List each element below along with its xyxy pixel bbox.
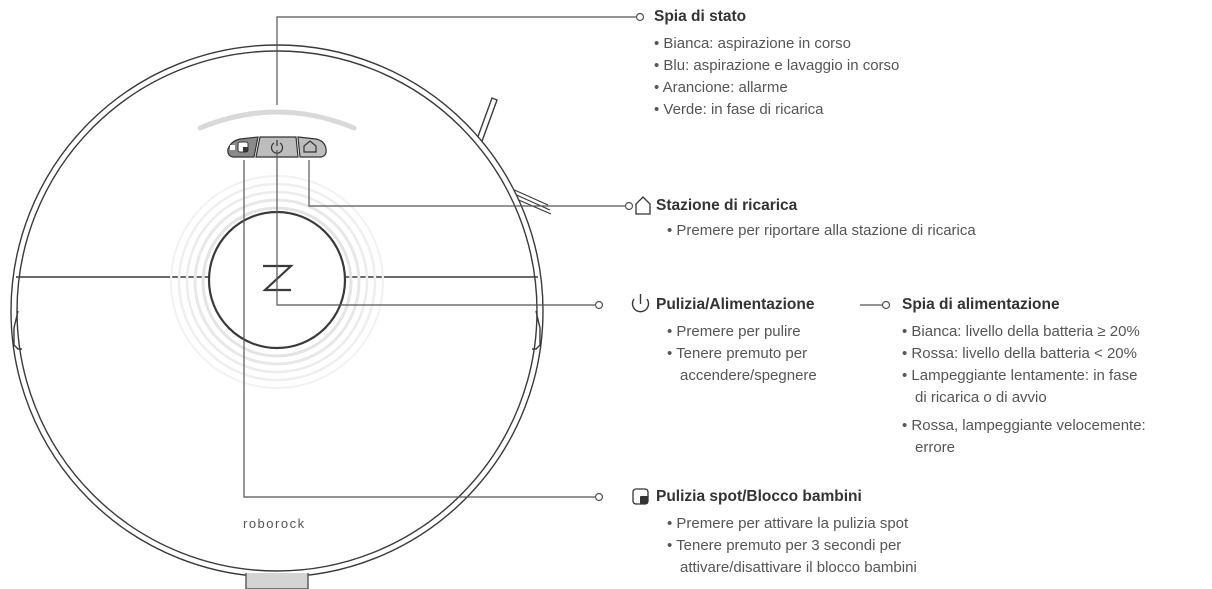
power-light-item: Rossa, lampeggiante velocemente: (902, 416, 1145, 436)
status-light-item: Bianca: aspirazione in corso (654, 34, 851, 54)
spot-lock-item: Premere per attivare la pulizia spot (667, 514, 908, 534)
power-light-item: errore (915, 439, 956, 456)
bottom-tab (245, 573, 309, 589)
clean-power-title: Pulizia/Alimentazione (656, 296, 815, 313)
clean-power-item: accendere/spegnere (680, 367, 817, 384)
dock-item: Premere per riportare alla stazione di r… (667, 221, 975, 241)
home-button-icon (303, 140, 317, 153)
power-icon (631, 294, 650, 313)
status-light-title: Spia di stato (654, 8, 747, 25)
leader-spot (243, 160, 595, 498)
spot-lock-item: attivare/disattivare il blocco bambini (680, 559, 917, 576)
status-light-item: Arancione: allarme (654, 78, 788, 98)
power-light-item: di ricarica o di avvio (915, 389, 1047, 406)
dock-title: Stazione di ricarica (656, 197, 798, 214)
spot-lock-title: Pulizia spot/Blocco bambini (656, 488, 862, 505)
bumper-left (13, 310, 22, 350)
power-light-item: Rossa: livello della batteria < 20% (902, 344, 1137, 364)
power-light-title: Spia di alimentazione (902, 296, 1060, 313)
home-icon (635, 196, 651, 215)
leader-dock (308, 160, 625, 207)
status-light-arc (197, 109, 357, 131)
brand-label: roborock (243, 516, 306, 531)
spot-clean-icon (632, 488, 649, 505)
status-light-item: Blu: aspirazione e lavaggio in corso (654, 56, 899, 76)
button-panel (227, 136, 327, 158)
status-light-item: Verde: in fase di ricarica (654, 100, 823, 120)
spot-lock-item: Tenere premuto per 3 secondi per (667, 536, 901, 556)
leader-power (276, 150, 595, 306)
leader-lines (243, 12, 891, 502)
bumper-right (532, 310, 541, 350)
leader-status (276, 16, 636, 105)
clean-power-item: Tenere premuto per (667, 344, 807, 364)
clean-power-item: Premere per pulire (667, 322, 800, 342)
power-light-item: Bianca: livello della batteria ≥ 20% (902, 322, 1139, 342)
power-light-item: Lampeggiante lentamente: in fase (902, 366, 1137, 386)
